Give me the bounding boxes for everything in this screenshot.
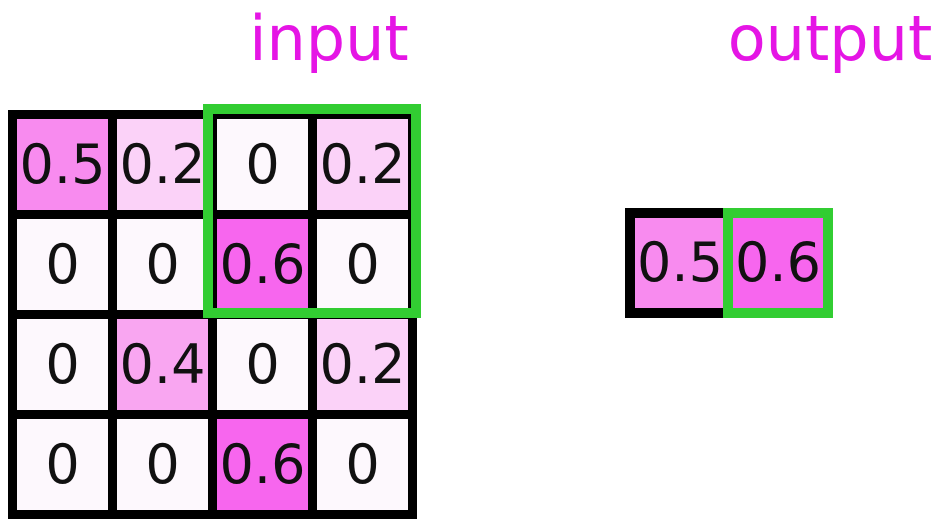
input-cell-r1c0: 0 [17,219,108,310]
input-cell-r1c3: 0 [317,219,408,310]
output-cell-0: 0.5 [625,208,735,318]
input-cell-r0c2: 0 [217,119,308,210]
input-highlight-box [203,104,421,318]
input-cell-r1c2: 0.6 [217,219,308,310]
input-cell-r0c0: 0.5 [17,119,108,210]
input-cell-r2c3: 0.2 [317,319,408,410]
input-cell-r3c0: 0 [17,419,108,510]
input-cell-r1c1: 0 [117,219,208,310]
output-title: output [727,2,933,75]
output-cell-1: 0.6 [723,208,833,318]
input-title: input [249,2,409,75]
input-cell-r0c3: 0.2 [317,119,408,210]
input-cell-r2c0: 0 [17,319,108,410]
input-cell-r0c1: 0.2 [117,119,208,210]
input-cell-r2c1: 0.4 [117,319,208,410]
input-cell-r3c1: 0 [117,419,208,510]
input-cell-r2c2: 0 [217,319,308,410]
input-cell-r3c3: 0 [317,419,408,510]
input-cell-r3c2: 0.6 [217,419,308,510]
